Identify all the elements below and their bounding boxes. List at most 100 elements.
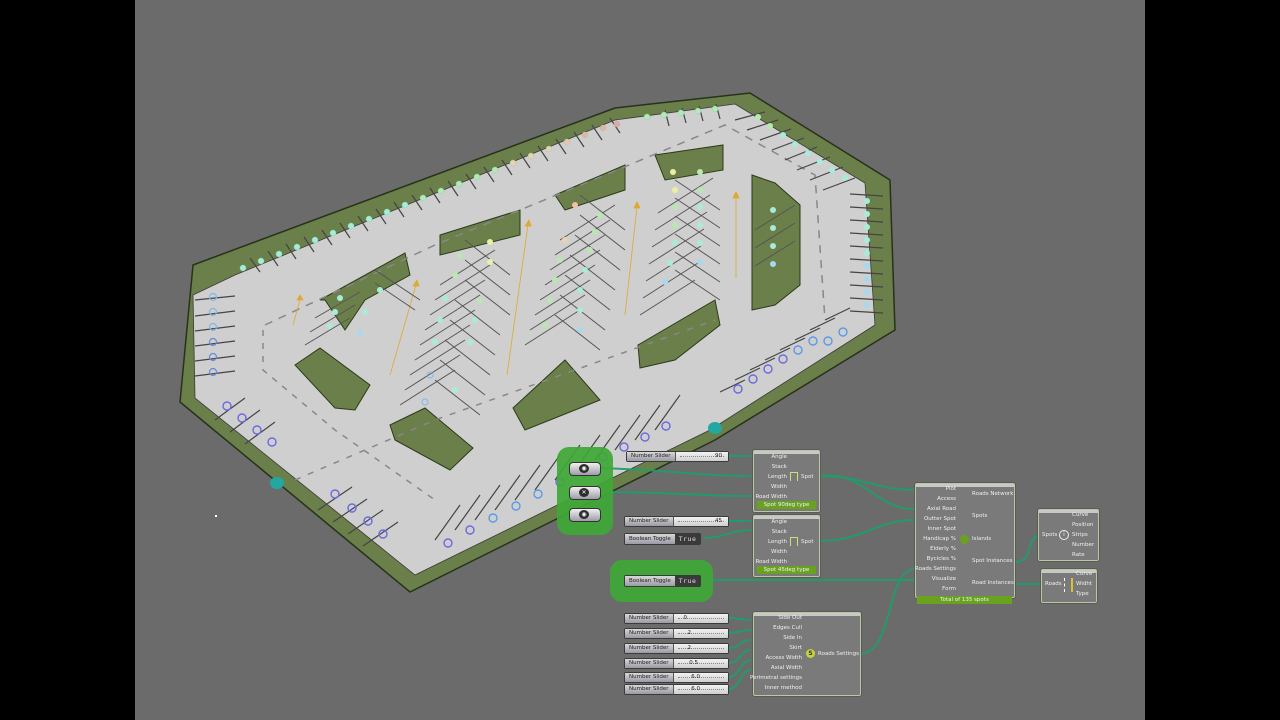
output-spot: Spot: [801, 539, 814, 545]
island: [294, 347, 371, 411]
input-bycicles: Bycicles %: [926, 556, 956, 562]
slider-track[interactable]: 0.5: [673, 659, 728, 668]
settings-s-icon: S: [806, 649, 815, 658]
slider-spot45-angle[interactable]: Number Slider 45: [624, 516, 729, 527]
input-width: Width: [771, 549, 787, 555]
x-icon: ✕: [579, 488, 589, 497]
slider-track[interactable]: 90: [675, 452, 728, 461]
roads-info-component[interactable]: Roads Curve Widht Type: [1041, 569, 1097, 603]
slider-track[interactable]: 2: [673, 644, 728, 653]
lane-marking: [294, 319, 716, 481]
parking-logo-icon: [960, 535, 969, 544]
input-axial-road: Axial Road: [927, 506, 956, 512]
island: [389, 407, 474, 471]
preview-toggle-button[interactable]: ◉: [569, 462, 601, 476]
slider-track[interactable]: 45: [673, 517, 728, 526]
direction-arrows: [292, 191, 740, 376]
parking-stripes-top: [249, 103, 721, 273]
toggle-visualize[interactable]: Boolean Toggle True: [624, 575, 702, 587]
preview-toggle-button[interactable]: ✕: [569, 486, 601, 500]
slider-track[interactable]: 6.0: [673, 673, 728, 682]
access-point-marker[interactable]: [270, 477, 284, 489]
spot-markers-right: [864, 198, 870, 308]
slider-access-width[interactable]: Number Slider 6.0: [624, 672, 729, 683]
input-road-width: Road Width: [755, 559, 787, 565]
parking-lot-viewport[interactable]: [135, 0, 1145, 720]
input-angle: Angle: [771, 519, 787, 525]
input-spots: Spots: [1042, 532, 1058, 538]
output-spot: Spot: [801, 474, 814, 480]
output-position: Position: [1072, 522, 1094, 528]
eye-icon: ◉: [579, 464, 589, 473]
input-side-out: Side Out: [778, 615, 802, 621]
island: [319, 252, 411, 331]
input-angle: Angle: [771, 454, 787, 460]
input-stack: Stack: [771, 529, 787, 535]
input-elderly: Elderly %: [930, 546, 956, 552]
input-length: Length: [768, 474, 787, 480]
output-curve: Curve: [1072, 512, 1089, 518]
input-length: Length: [768, 539, 787, 545]
spot-markers-lower-left: [222, 401, 388, 539]
parking-total-footer: Total of 135 spots: [917, 596, 1012, 604]
slider-edges-cull[interactable]: Number Slider 2: [624, 628, 729, 639]
slider-track[interactable]: 6.0: [673, 685, 728, 694]
output-rate: Rate: [1072, 552, 1085, 558]
spot-90deg-component[interactable]: Angle Stack Length Width Road Width Spot…: [753, 450, 820, 512]
island: [512, 359, 601, 431]
output-strips: Strips: [1072, 532, 1088, 538]
slider-track[interactable]: 2: [673, 629, 728, 638]
spots-info-component[interactable]: Spots i Curve Position Strips Number Rat…: [1038, 509, 1099, 561]
slider-spot90-angle[interactable]: Number Slider 90: [626, 451, 729, 462]
lane-marking: [264, 124, 826, 326]
slider-track[interactable]: 0: [673, 614, 728, 623]
island: [554, 164, 626, 211]
preview-toggle-button[interactable]: ◉: [569, 508, 601, 522]
output-curve: Curve: [1076, 571, 1093, 577]
toggle-spot45-stack[interactable]: Boolean Toggle True: [624, 533, 702, 545]
input-access: Access: [937, 496, 956, 502]
roads-settings-component[interactable]: Side Out Edges Cull Side In Skirt Access…: [749, 612, 861, 696]
spot-45deg-component[interactable]: Angle Stack Length Width Road Width Spot…: [753, 515, 820, 577]
input-roads-settings: Roads Settings: [915, 566, 956, 572]
input-inner-spot: Inner Spot: [927, 526, 957, 532]
output-roads-network: Roads Network: [972, 491, 1014, 497]
component-footer: Spot 90deg type: [757, 501, 816, 509]
slider-axial-width[interactable]: Number Slider 6.0: [624, 684, 729, 695]
access-point-marker[interactable]: [708, 422, 722, 434]
slider-skirt[interactable]: Number Slider 0.5: [624, 658, 729, 669]
grasshopper-canvas[interactable]: ◉ ✕ ◉ Number Slider 90 Number Slider 45 …: [135, 0, 1145, 720]
spot-markers-inner: [327, 169, 776, 406]
input-perimetral-settings: Perimetral settings: [749, 675, 802, 681]
slider-side-in[interactable]: Number Slider 2: [624, 643, 729, 654]
output-road-instances: Road Instances: [972, 580, 1014, 586]
input-visualize: Visualize: [931, 576, 956, 582]
input-outter-spot: Outter Spot: [923, 516, 956, 522]
input-side-in: Side In: [783, 635, 802, 641]
output-spot-instances: Spot Instances: [972, 558, 1013, 564]
input-roads: Roads: [1045, 581, 1062, 587]
input-inner-method: Inner method: [764, 685, 802, 691]
input-form: Form: [942, 586, 956, 592]
road-icon: [1064, 578, 1073, 592]
output-type: Type: [1076, 591, 1089, 597]
spot-markers-top: [239, 105, 719, 272]
spot-markers-left: [208, 292, 218, 377]
input-axial-width: Axial Width: [770, 665, 802, 671]
input-width: Width: [771, 484, 787, 490]
parking-stripes-right-diag: [734, 111, 856, 191]
input-road-width: Road Width: [755, 494, 787, 500]
eye-icon: ◉: [579, 510, 589, 519]
slider-side-out[interactable]: Number Slider 0: [624, 613, 729, 624]
parking-layout-component[interactable]: Plot Access Axial Road Outter Spot Inner…: [915, 483, 1015, 598]
cursor-dot: [215, 515, 217, 517]
component-footer: Spot 45deg type: [757, 566, 816, 574]
info-icon: i: [1059, 530, 1069, 540]
parking-stripes-right: [849, 193, 884, 314]
output-number: Number: [1072, 542, 1095, 548]
input-stack: Stack: [771, 464, 787, 470]
parking-spot-icon: [790, 537, 798, 546]
input-plot: Plot: [945, 486, 956, 492]
parking-spot-icon: [790, 472, 798, 481]
island: [751, 174, 801, 311]
